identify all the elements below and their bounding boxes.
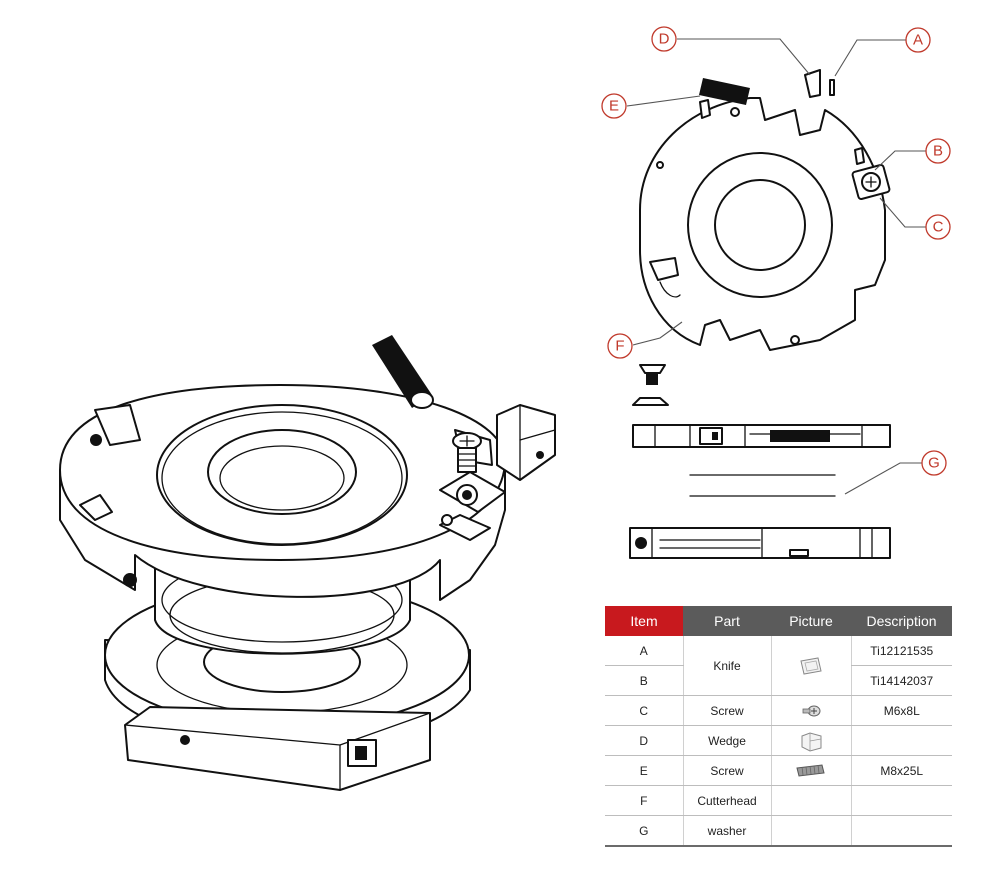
cell-part: washer [682, 815, 771, 847]
callout-c: C [925, 214, 951, 240]
cell-item: C [605, 695, 683, 726]
header-part: Part [683, 606, 771, 636]
cell-item: F [605, 785, 683, 816]
cell-picture [770, 636, 851, 696]
cell-description [850, 725, 952, 756]
cell-item: A [605, 636, 683, 666]
lower-gib-block [124, 706, 431, 791]
cell-description: M8x25L [850, 755, 952, 786]
cell-item: D [605, 725, 683, 756]
cell-description [850, 785, 952, 816]
knife-icon [800, 656, 822, 675]
cell-description: M6x8L [850, 695, 952, 726]
cell-picture [770, 695, 851, 726]
cell-description [850, 815, 952, 847]
table-row: G washer [605, 815, 952, 847]
cell-part: Screw [682, 755, 771, 786]
top-view [632, 69, 891, 406]
header-picture: Picture [771, 606, 851, 636]
callout-d: D [651, 26, 677, 52]
cell-part: Knife [682, 636, 771, 696]
small-screw-icon [802, 705, 821, 716]
main-disc [59, 384, 506, 601]
set-screw-e-iso [372, 335, 434, 409]
cell-item: B [605, 665, 683, 696]
table-row: C Screw M6x8L [605, 695, 952, 726]
callout-g: G [921, 450, 947, 476]
cell-part: Wedge [682, 725, 771, 756]
cell-item: G [605, 815, 683, 847]
svg-text:A: A [913, 32, 923, 49]
cell-part: Cutterhead [682, 785, 771, 816]
svg-text:F: F [615, 338, 624, 355]
cell-description: Ti12121535 [850, 636, 952, 666]
parts-table: Item Part Picture Description A Knife Ti… [605, 606, 952, 847]
callout-a: A [905, 27, 931, 53]
cell-picture [770, 785, 851, 816]
side-view-upper [632, 424, 891, 448]
header-item: Item [605, 606, 683, 636]
knife-seat [439, 471, 506, 541]
table-header-row: Item Part Picture Description [605, 606, 952, 636]
side-view-lower [629, 527, 891, 559]
cell-part: Screw [682, 695, 771, 726]
svg-text:B: B [933, 143, 943, 160]
cell-picture [770, 725, 851, 756]
table-row: A Knife Ti12121535 [605, 636, 952, 696]
callout-e: E [601, 93, 627, 119]
set-screw-icon [796, 763, 825, 777]
wedge-d-iso [496, 404, 556, 481]
washers [689, 474, 836, 497]
table-row: B Ti14142037 [605, 665, 952, 696]
svg-text:C: C [933, 219, 944, 236]
leader-lines [626, 38, 926, 495]
assembled-cutterhead [59, 335, 556, 791]
svg-text:E: E [609, 98, 619, 115]
cell-picture [770, 755, 851, 786]
svg-text:D: D [659, 31, 670, 48]
callout-b: B [925, 138, 951, 164]
table-row: D Wedge [605, 725, 952, 756]
callout-f: F [607, 333, 633, 359]
cell-item: E [605, 755, 683, 786]
table-row: F Cutterhead [605, 785, 952, 816]
table-row: E Screw M8x25L [605, 755, 952, 786]
svg-text:G: G [928, 455, 940, 472]
cell-description: Ti14142037 [850, 665, 952, 696]
screw-c-iso [452, 432, 482, 473]
cell-picture [770, 815, 851, 847]
wedge-icon [801, 731, 822, 752]
header-description: Description [851, 606, 952, 636]
